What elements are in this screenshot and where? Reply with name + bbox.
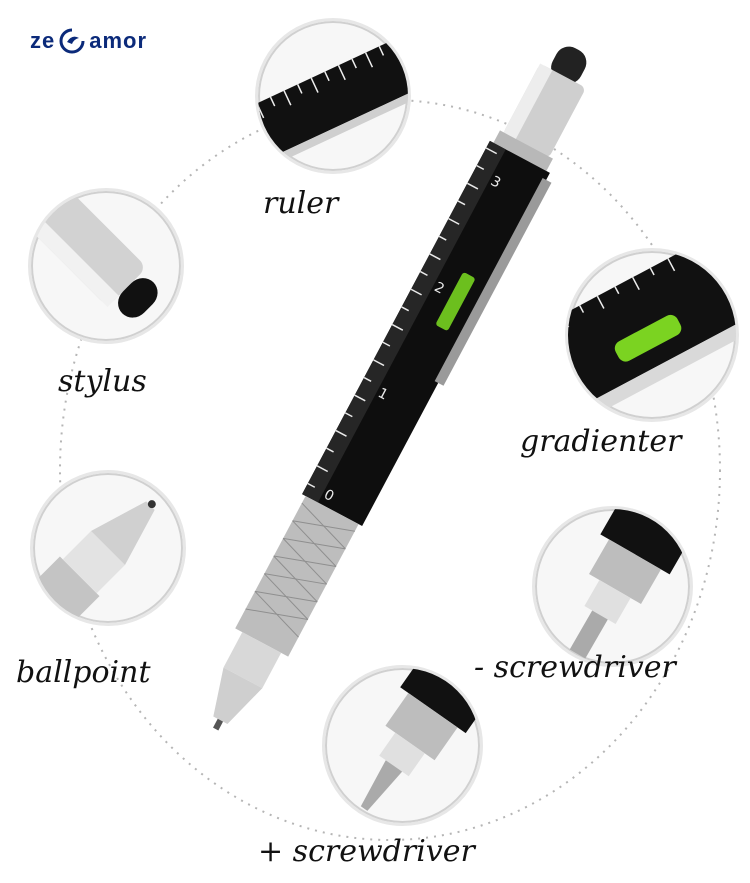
- pen-ruler-scale: [307, 147, 498, 488]
- ballpoint-label: ballpoint: [16, 655, 151, 690]
- plus-screwdriver-detail-circle: [322, 665, 483, 826]
- minus-screwdriver-label: - screwdriver: [474, 650, 676, 685]
- pen-knurled-grip: [235, 495, 359, 657]
- pen-level-window: [436, 272, 475, 331]
- ballpoint-detail-circle: [30, 470, 186, 626]
- pen-silver-cap: [504, 65, 584, 157]
- plus-screwdriver-label: + screwdriver: [258, 834, 475, 869]
- stylus-label: stylus: [58, 364, 147, 399]
- dolphin-logo-icon: [59, 28, 85, 54]
- minus-screwdriver-detail-circle: [532, 506, 693, 667]
- brand-text-left: ze: [30, 28, 56, 53]
- ruler-detail-circle: [255, 18, 411, 174]
- brand-logo: ze amor: [30, 28, 147, 54]
- level-bubble-vial: [614, 314, 682, 362]
- ruler-label: ruler: [263, 186, 339, 221]
- gradienter-detail-circle: [565, 248, 739, 422]
- pen-black-body: [302, 140, 550, 527]
- pen-clip: [434, 178, 552, 386]
- gradienter-label: gradienter: [520, 424, 682, 459]
- pen-chrome-tip: [223, 632, 282, 689]
- brand-text-right: amor: [89, 28, 148, 53]
- stylus-detail-circle: [28, 188, 184, 344]
